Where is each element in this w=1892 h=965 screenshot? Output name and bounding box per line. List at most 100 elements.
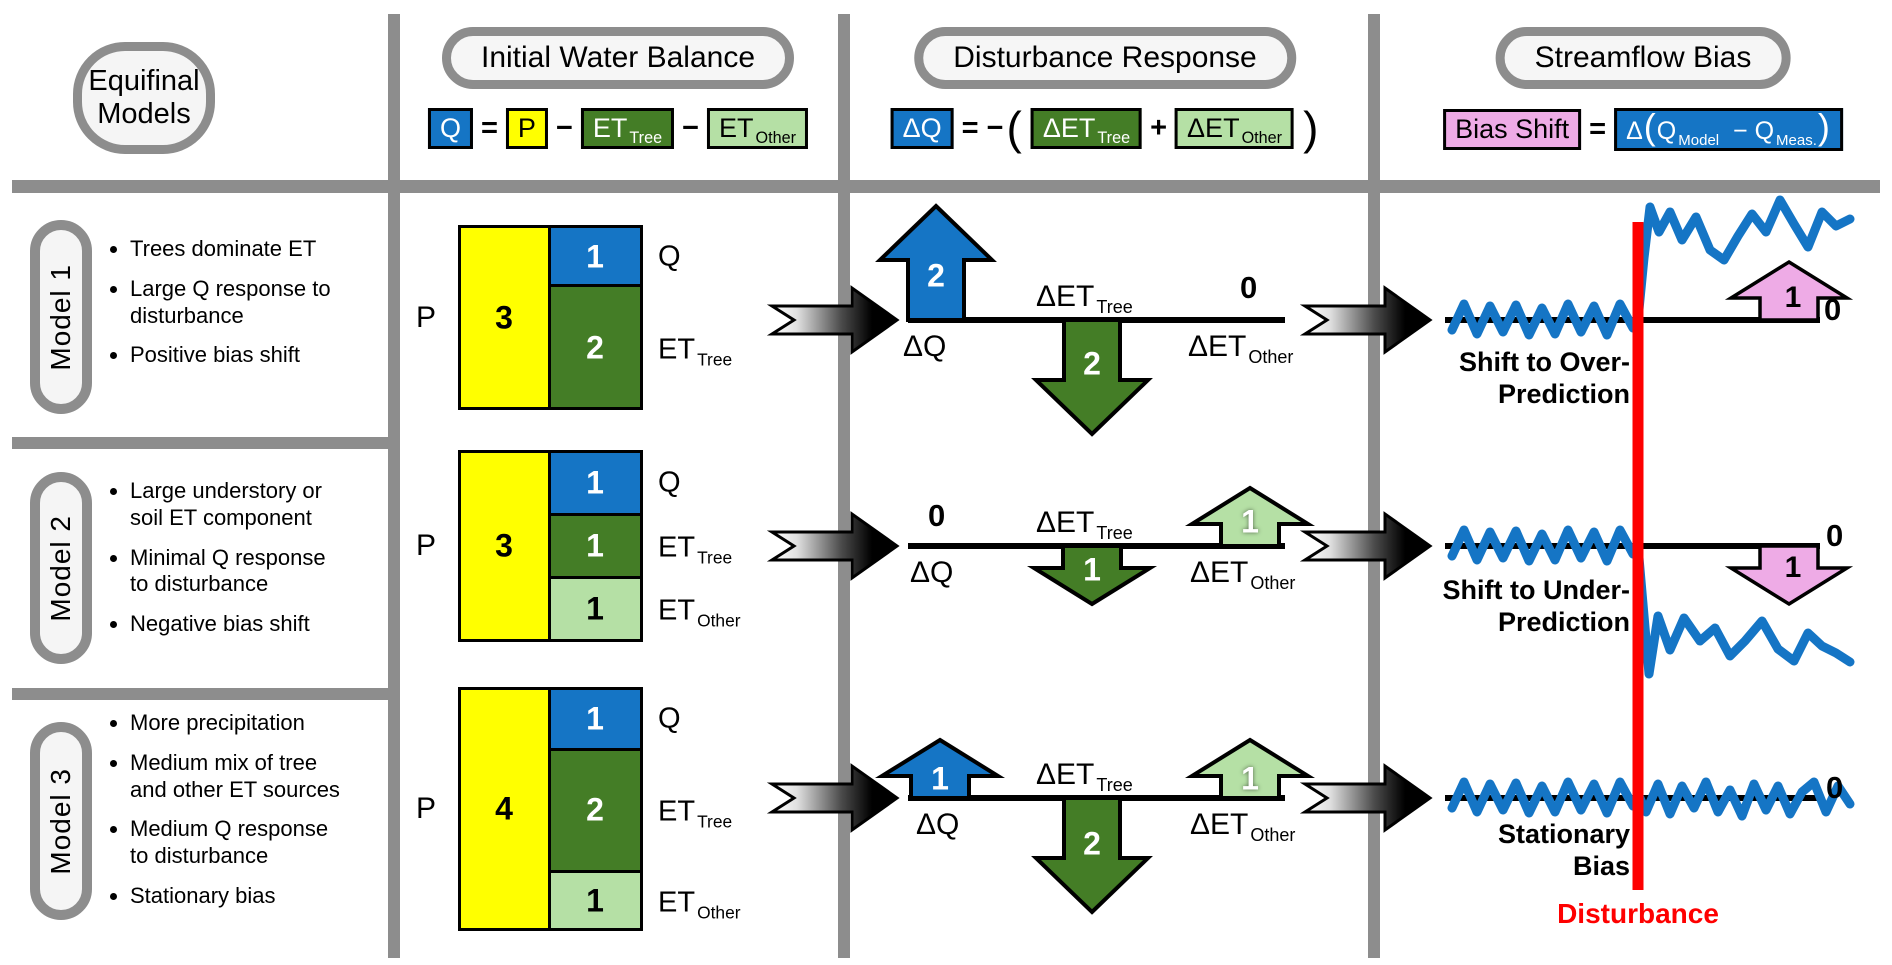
title-line1: Equifinal [88,64,200,97]
model-2-pill: Model 2 [30,472,92,664]
bullet: Negative bias shift [130,611,390,638]
m2-dq-value: 0 [928,498,946,533]
m1-ettree-arrow-value: 2 [1083,345,1101,382]
m1-flow-post [1633,195,1855,325]
plus-sign: + [1150,112,1168,144]
minus-sign: − [555,112,573,144]
title-line2: Models [97,98,191,130]
m2-ettree-value: 1 [586,527,604,564]
initial-water-balance-title: Initial Water Balance [441,27,795,89]
divider-vertical-1 [388,14,400,958]
m1-q-label: Q [658,240,681,273]
m1-detother-value: 0 [1240,270,1258,305]
equals-sign: = [480,112,498,144]
m2-bias-arrow-value: 1 [1784,551,1802,584]
m3-arrow-to-response [766,763,900,833]
m1-flow-pre [1447,299,1643,340]
model-1-pill: Model 1 [30,220,92,414]
model-3-pill: Model 3 [30,722,92,920]
negative-sign: − [986,112,1004,144]
bullet: Medium mix of tree and other ET sources [130,750,400,804]
equals-sign: = [961,112,979,144]
bullet: Large understory or soil ET component [130,478,390,532]
m2-flow-pre [1447,525,1643,566]
m3-flow [1447,777,1855,821]
q-term: Q [427,108,473,149]
minus-sign: − [682,112,700,144]
m2-p-value: 3 [495,527,513,564]
m3-q-label: Q [658,702,681,735]
m3-q-box [548,687,643,751]
bullet: Trees dominate ET [130,236,385,263]
m1-p-label: P [415,301,437,334]
divider-row2-row3 [12,688,388,700]
model-1-bullets: Trees dominate ET Large Q response to di… [100,236,385,382]
m2-flow-post [1633,541,1855,679]
bias-shift-term: Bias Shift [1443,109,1582,150]
divider-header [12,180,1880,193]
model-3-bullets: More precipitation Medium mix of tree an… [100,710,400,923]
m2-bias-zero: 0 [1826,518,1844,553]
m3-dq-arrow-value: 1 [931,760,949,797]
m1-ettree-box [548,284,643,410]
streamflow-bias-title: Streamflow Bias [1495,27,1791,89]
equals-sign: = [1589,113,1607,145]
delta-q-term: ΔQ [890,108,954,149]
m2-ettree-box [548,513,643,579]
model-2-bullets: Large understory or soil ET component Mi… [100,478,390,651]
m3-etother-box [548,870,643,931]
bullet: Positive bias shift [130,342,385,369]
m3-p-label: P [415,792,437,825]
m2-etother-arrow-value: 1 [1241,503,1259,540]
m1-bias-arrow-value: 1 [1784,281,1802,314]
m3-ettree-value: 2 [586,791,604,828]
m2-etother-value: 1 [586,590,604,627]
m3-q-value: 1 [586,700,604,737]
m2-dq-label: ΔQ [910,556,954,589]
m3-etother-value: 1 [586,882,604,919]
m3-p-value: 4 [495,790,513,827]
p-term: P [505,108,548,149]
m1-ettree-value: 2 [586,329,604,366]
m1-q-value: 1 [586,238,604,275]
m1-arrow-to-response [766,285,900,355]
open-paren: ( [1006,102,1022,155]
m1-bias-zero: 0 [1824,292,1842,327]
divider-vertical-3 [1368,14,1380,958]
m1-dq-arrow-value: 2 [927,257,945,294]
m3-ettree-arrow-value: 2 [1083,825,1101,862]
m1-bias-caption: Shift to Over-Prediction [1458,347,1630,410]
bullet: Minimal Q response to disturbance [130,545,390,599]
bullet: Stationary bias [130,883,400,910]
bullet: More precipitation [130,710,400,737]
m1-dq-label: ΔQ [903,330,947,363]
bullet: Medium Q response to disturbance [130,816,400,870]
m2-ettree-arrow-value: 1 [1083,551,1101,588]
disturbance-label: Disturbance [1557,898,1719,929]
divider-row1-row2 [12,437,388,449]
m2-etother-box [548,576,643,642]
m2-p-label: P [415,529,437,562]
close-paren: ) [1303,102,1319,155]
m3-bias-zero: 0 [1826,770,1844,805]
bullet: Large Q response to disturbance [130,276,385,330]
m2-arrow-to-response [766,511,900,581]
m3-dq-label: ΔQ [916,808,960,841]
